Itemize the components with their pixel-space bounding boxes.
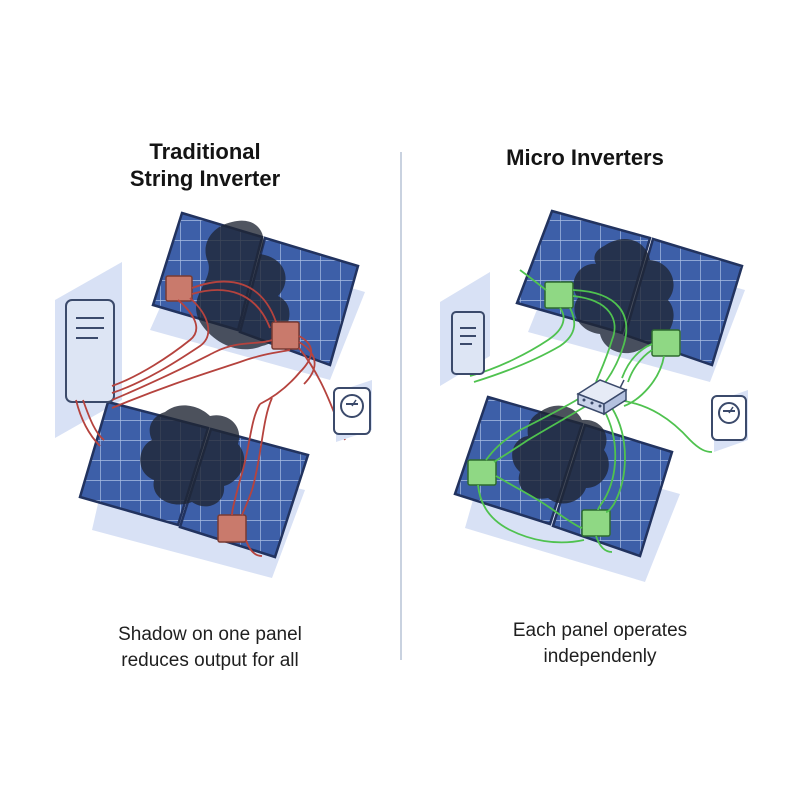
left-title-line2: String Inverter (129, 166, 281, 191)
right-title-line1: Micro Inverters (506, 145, 664, 170)
left-title-line1: Traditional (149, 139, 261, 164)
wall-panel-icon (451, 311, 485, 375)
string-junction-box-1 (165, 275, 193, 302)
micro-inverter-icon (544, 281, 574, 309)
left-panel-caption: Shadow on one panel reduces output for a… (60, 622, 360, 674)
micro-wiring (469, 269, 713, 553)
electric-meter-icon (333, 380, 372, 442)
left-caption-line2: reduces output for all (121, 650, 299, 671)
right-solar-array-top (515, 209, 744, 367)
micro-inverter-icon (651, 329, 681, 357)
left-shadow-bottom (140, 405, 245, 507)
right-panel-title: Micro Inverters (455, 144, 715, 171)
left-panel-title: Traditional String Inverter (80, 138, 330, 192)
right-caption-line1: Each panel operates (512, 620, 688, 641)
micro-inverter-icon (581, 509, 611, 537)
string-wiring (75, 280, 346, 557)
left-solar-array-bottom (78, 400, 310, 559)
right-diagram (440, 209, 748, 582)
left-diagram (55, 211, 372, 578)
right-panel-caption: Each panel operates independenly (450, 618, 750, 670)
string-junction-box-3 (217, 514, 247, 543)
right-caption-line2: independenly (543, 646, 657, 667)
junction-hub-icon (576, 379, 628, 416)
electric-meter-icon (711, 390, 748, 452)
left-caption-line1: Shadow on one panel (118, 624, 302, 645)
string-junction-box-2 (271, 321, 300, 350)
string-inverter-icon (65, 299, 115, 403)
micro-inverter-icon (467, 459, 497, 486)
right-shadow-top (573, 238, 674, 354)
right-shadow-bottom (512, 405, 609, 504)
right-solar-array-bottom (453, 395, 674, 558)
